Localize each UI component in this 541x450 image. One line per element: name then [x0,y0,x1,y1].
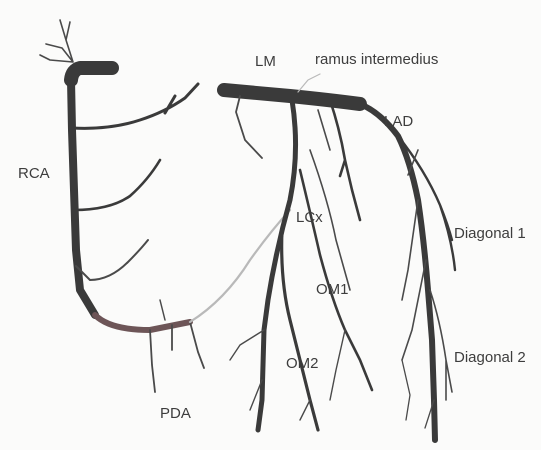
lad-distal-twigs [402,360,434,428]
label-om1: OM1 [316,281,349,298]
label-lcx: LCx [296,209,323,226]
ramus-leader [298,74,320,92]
label-ramus-intermedius: ramus intermedius [315,51,438,68]
rca-twig-top [40,20,73,62]
label-rca: RCA [18,165,50,182]
label-diagonal-2: Diagonal 2 [454,349,526,366]
om1-sub-branch [310,110,350,290]
pda-vessel [150,322,204,392]
rca-posterolateral-twig [160,300,165,320]
lm-upper-branch [236,96,262,158]
label-lad: LAD [384,113,413,130]
label-diagonal-1: Diagonal 1 [454,225,526,242]
lcx-vessel [258,100,296,430]
ramus-intermedius-vessel [330,100,360,220]
rca-branch-2 [74,160,160,210]
label-om2: OM2 [286,355,319,372]
rca-origin [71,68,112,80]
left-coronary-tree [224,74,455,440]
rca-branch-1 [72,84,198,128]
label-lm: LM [255,53,276,70]
om2-vessel [282,230,318,430]
rca-tree [40,20,204,392]
lcx-distal-branches [230,330,345,420]
label-pda: PDA [160,405,191,422]
rca-branch-3 [76,240,148,280]
rca-distal-segment [95,315,190,330]
